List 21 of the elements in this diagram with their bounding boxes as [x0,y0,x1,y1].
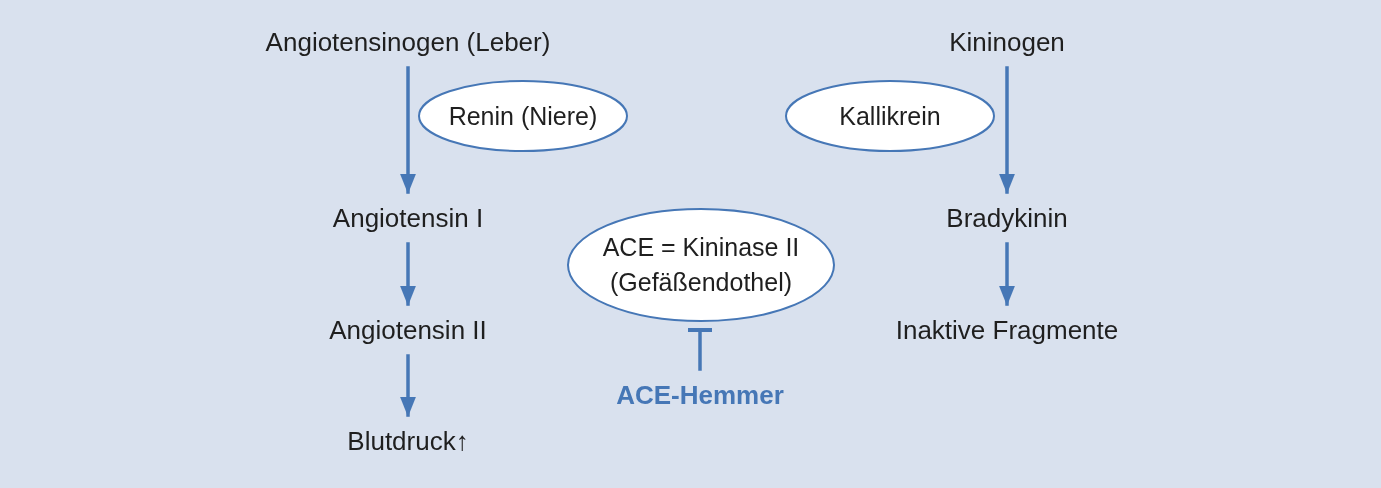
inhibition-line [688,328,712,371]
arrow [999,66,1015,194]
enzyme-name: ACE = Kininase II [602,232,800,263]
arrow [999,242,1015,306]
substance-label: Kininogen [943,21,1071,63]
enzyme-name: (Gefäßendothel) [609,267,792,298]
enzyme-ellipse [567,208,835,322]
inhibitor-label: ACE-Hemmer [610,374,790,416]
substance-label: Bradykinin [940,197,1074,239]
enzyme-ellipse [785,80,995,152]
enzyme-name: Renin (Niere) [448,100,598,132]
enzyme-ellipse [418,80,628,152]
substance-label: Inaktive Fragmente [889,309,1125,351]
substance-label: Blutdruck↑ [341,420,475,462]
substance-label: Angiotensin II [323,309,493,351]
enzyme-name: Kallikrein [839,100,941,132]
arrow [400,66,416,194]
substance-label: Angiotensinogen (Leber) [259,21,557,63]
arrow [400,242,416,306]
substance-label: Angiotensin I [326,197,490,239]
arrow [400,354,416,417]
